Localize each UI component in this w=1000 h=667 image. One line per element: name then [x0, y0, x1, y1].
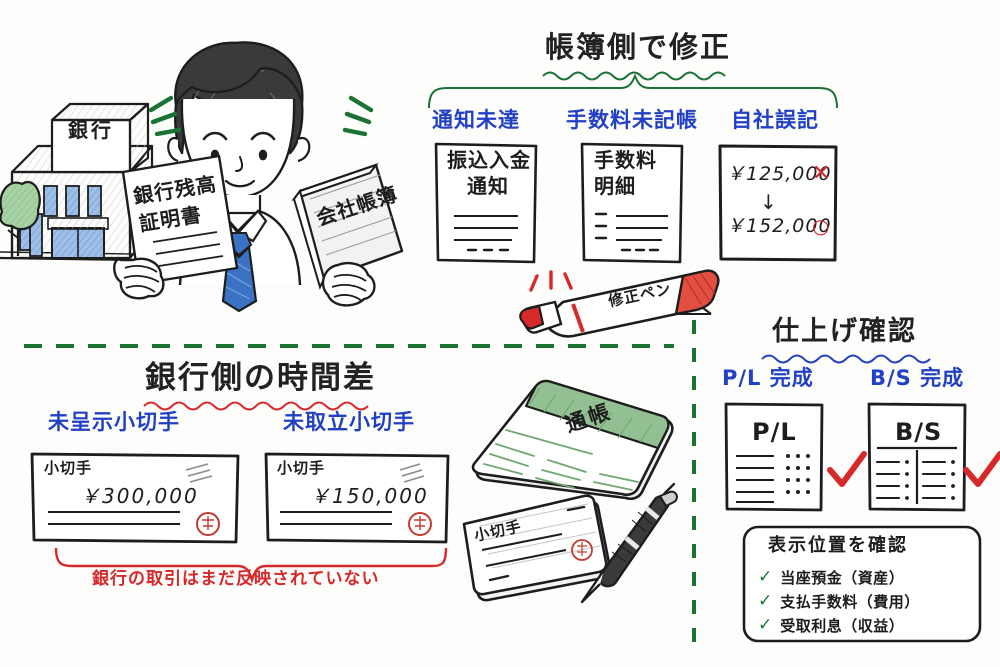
- vertical-divider: [692, 320, 696, 650]
- check-icon: ✓: [758, 567, 773, 587]
- bank-timing-underline: [143, 401, 369, 411]
- checklist-item: ✓ 当座預金（資産）: [758, 565, 920, 589]
- bank-timing-caption: 銀行の取引はまだ反映されていない: [92, 569, 380, 589]
- bank-check-0-card: [30, 452, 240, 544]
- checklist-item-text: 受取利息（収益）: [780, 616, 905, 635]
- bank-check-1-word: 小切手: [277, 459, 326, 477]
- ledger-brace: [428, 73, 838, 109]
- finish-title-underline: [761, 354, 931, 364]
- ledger-wrong-amount: ￥125,000: [726, 163, 832, 185]
- correction-arrow: ↓: [760, 190, 777, 214]
- ledger-right-amount: ￥152,000: [726, 215, 832, 237]
- ledger-item-1-doc: [580, 142, 684, 264]
- finish-section-title: 仕上げ確認: [772, 316, 917, 347]
- checklist-item-text: 支払手数料（費用）: [780, 592, 920, 611]
- ledger-title-underline: [542, 71, 726, 81]
- bank-check-1-label: 未取立小切手: [283, 410, 415, 434]
- checklist-title: 表示位置を確認: [768, 535, 908, 556]
- horizontal-divider: [24, 344, 674, 348]
- finish-report-1-doc: [867, 402, 967, 512]
- bank-timing-brace: [54, 547, 448, 584]
- ledger-item-1-doc-line1: 手数料: [594, 148, 657, 172]
- ledger-item-0-doc-line2: 通知: [467, 174, 509, 198]
- finish-report-0-label: P/L 完成: [722, 366, 814, 390]
- ledger-item-2-label: 自社誤記: [731, 108, 819, 132]
- finish-report-0-word: P/L: [752, 418, 797, 446]
- bank-check-1-card: [264, 452, 450, 544]
- emphasis-strokes-right: [342, 95, 374, 137]
- checklist-item: ✓ 受取利息（収益）: [758, 613, 920, 637]
- bank-building-label: 銀行: [68, 118, 114, 142]
- display-check-box: [742, 525, 982, 643]
- ledger-item-2-doc: [718, 144, 838, 262]
- bank-check-1-amount: ￥150,000: [310, 484, 429, 508]
- finish-report-1-check: [963, 451, 1000, 487]
- ledger-section-title: 帳簿側で修正: [545, 30, 732, 64]
- finish-report-0-doc: [724, 402, 824, 512]
- bank-check-0-amount: ￥300,000: [80, 484, 199, 508]
- checklist-items: ✓ 当座預金（資産） ✓ 支払手数料（費用） ✓ 受取利息（収益）: [758, 565, 920, 637]
- bank-check-0-word: 小切手: [44, 459, 93, 477]
- ledger-item-1-doc-line2: 明細: [594, 174, 636, 198]
- ledger-item-1-label: 手数料未記帳: [566, 108, 698, 132]
- wrong-mark-x: ✕: [812, 161, 831, 186]
- finish-report-1-label: B/S 完成: [870, 366, 965, 390]
- check-icon: ✓: [758, 615, 773, 635]
- bank-timing-title: 銀行側の時間差: [145, 360, 376, 396]
- check-icon: ✓: [758, 591, 773, 611]
- ledger-item-0-label: 通知未達: [432, 108, 520, 132]
- ledger-item-0-doc: [434, 142, 538, 264]
- right-mark-o: ○: [812, 214, 830, 238]
- ledger-item-0-doc-line1: 振込入金: [447, 148, 531, 172]
- finish-report-1-word: B/S: [895, 418, 943, 446]
- emphasis-strokes-left: [148, 95, 182, 137]
- checklist-item-text: 当座預金（資産）: [780, 568, 905, 587]
- bank-check-0-label: 未呈示小切手: [48, 410, 180, 434]
- checklist-item: ✓ 支払手数料（費用）: [758, 589, 920, 613]
- finish-report-0-check: [827, 451, 867, 487]
